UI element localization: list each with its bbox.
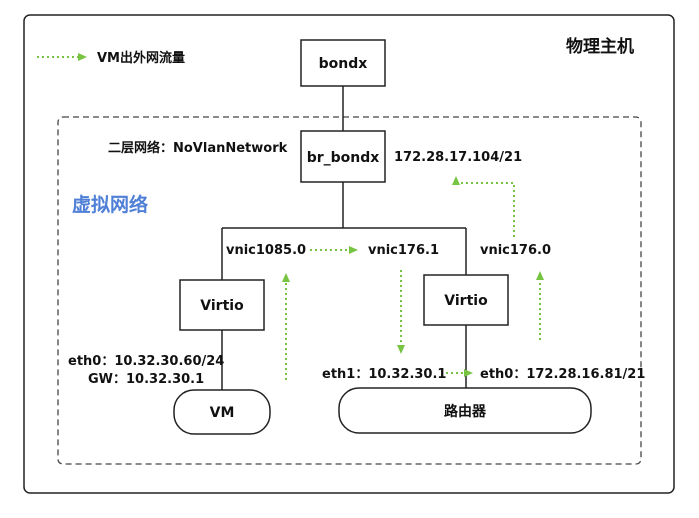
br-bondx-box (300, 130, 386, 183)
physical-host-frame (23, 14, 675, 494)
br-bondx-label: br_bondx (307, 150, 380, 166)
virtio-right-box (423, 274, 509, 326)
router-node (338, 387, 592, 434)
router-eth0-label: eth0：172.28.16.81/21 (480, 367, 645, 382)
virtio-right-label: Virtio (444, 293, 488, 309)
router-label: 路由器 (444, 403, 487, 420)
legend-label: VM出外网流量 (97, 50, 185, 66)
vm-node (173, 389, 271, 435)
virtio-left-label: Virtio (200, 298, 244, 314)
br-bondx-ip-label: 172.28.17.104/21 (394, 150, 522, 165)
vnic1085-label: vnic1085.0 (226, 243, 306, 258)
router-eth1-label: eth1：10.32.30.1 (322, 367, 446, 382)
virtio-left-box (179, 279, 265, 331)
vm-label: VM (210, 405, 235, 421)
vm-eth0-label: eth0：10.32.30.60/24 (68, 354, 224, 369)
virtual-network-title: 虚拟网络 (72, 193, 148, 216)
vnic176-1-label: vnic176.1 (368, 243, 439, 258)
virtual-network-frame (57, 116, 642, 465)
bondx-box (300, 39, 386, 87)
vm-gw-label: GW：10.32.30.1 (88, 372, 204, 387)
physical-host-title: 物理主机 (566, 36, 634, 57)
layer2-network-label: 二层网络：NoVlanNetwork (108, 140, 288, 156)
bondx-label: bondx (319, 56, 368, 72)
vnic176-0-label: vnic176.0 (480, 243, 551, 258)
flow-arrow-vnic176-0-to-br (456, 182, 515, 237)
